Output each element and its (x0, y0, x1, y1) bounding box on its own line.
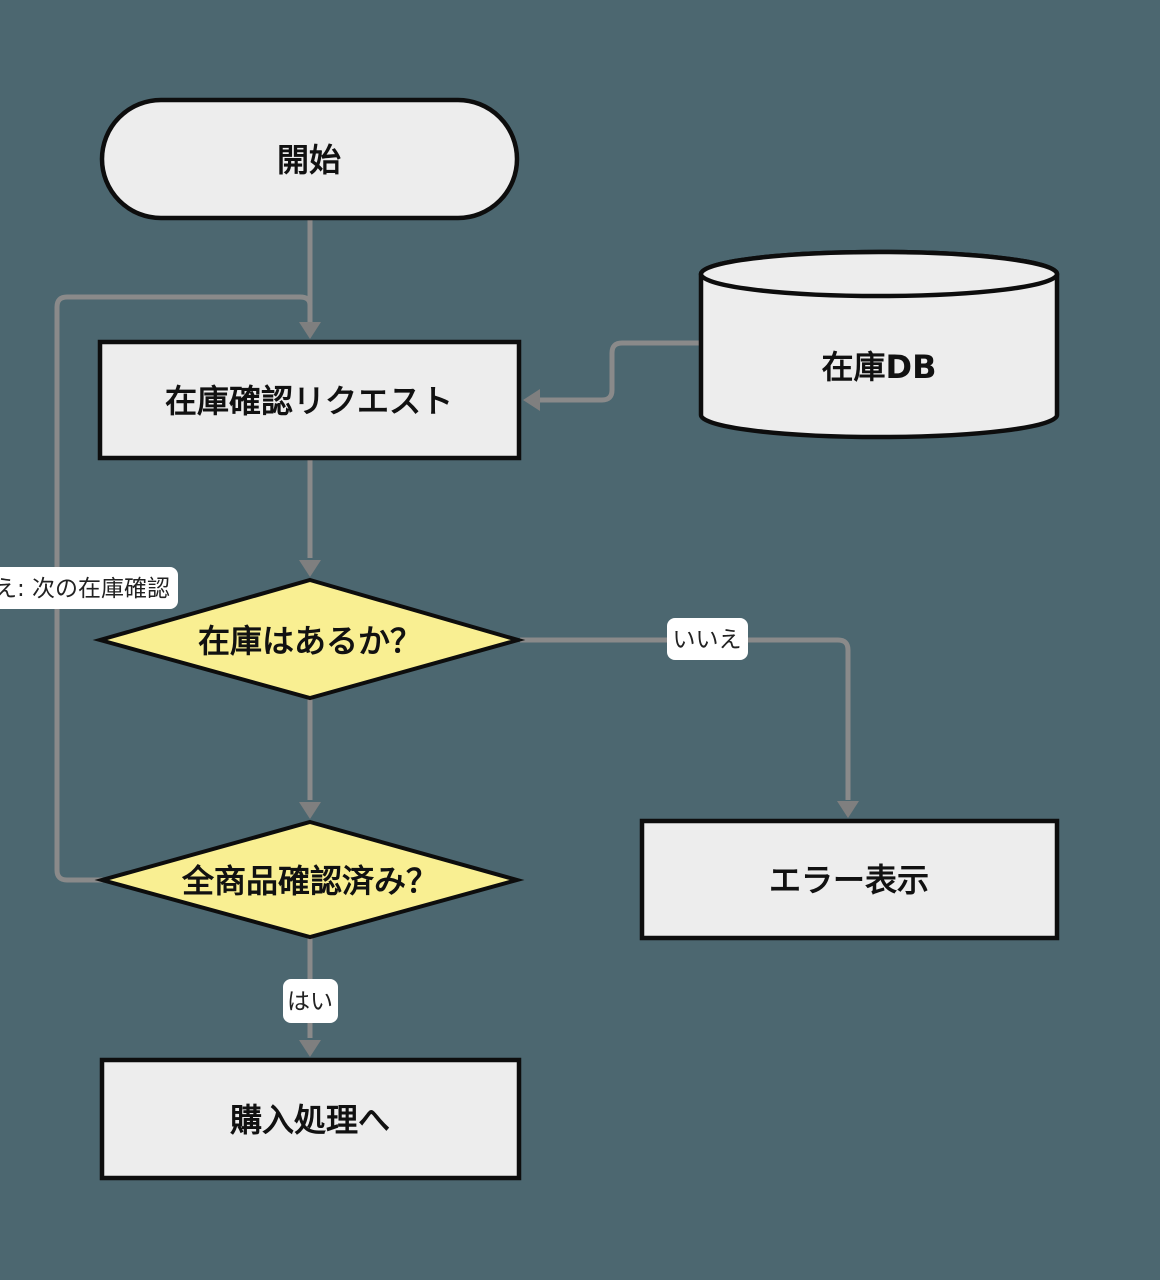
stock-check-request-label: 在庫確認リクエスト (165, 382, 453, 420)
node-purchase-process: 購入処理へ (99, 1057, 522, 1181)
edge-db-to-request (540, 340, 701, 403)
node-stock-available: 在庫はあるか？ (92, 577, 526, 701)
error-display-rect (639, 818, 1060, 941)
node-start: 開始 (99, 97, 520, 221)
arrowhead-into-error-top-icon (837, 801, 859, 818)
arrowhead-into-request-right-icon (523, 389, 540, 411)
edge-label-yes-bg (283, 979, 338, 1023)
error-display-label: エラー表示 (769, 861, 929, 899)
edge-label-yes: はい (283, 979, 338, 1023)
purchase-process-rect (99, 1057, 522, 1181)
arrowhead-into-request-top-icon (299, 322, 321, 339)
node-stock-check-request: 在庫確認リクエスト (97, 339, 522, 461)
edge-label-loop-back-text: え: 次の在庫確認 (0, 576, 170, 602)
stock-available-label: 在庫はあるか？ (198, 622, 422, 660)
purchase-process-label: 購入処理へ (230, 1101, 390, 1139)
edge-label-loop-back-bg (0, 567, 178, 609)
all-items-checked-diamond (94, 819, 525, 940)
edge-label-loop-back: え: 次の在庫確認 (0, 567, 178, 609)
start-label: 開始 (277, 141, 341, 179)
arrowhead-into-purchase-top-icon (299, 1040, 321, 1057)
edge-label-yes-text: はい (287, 989, 333, 1015)
database-cylinder-lid (698, 249, 1060, 299)
edge-label-no-bg (667, 618, 748, 660)
edge-loop-back (54, 294, 313, 883)
arrowhead-into-diamond1-top-icon (299, 560, 321, 577)
node-all-items-checked: 全商品確認済み？ (94, 819, 525, 940)
edge-label-no: いいえ (667, 618, 748, 660)
stock-available-diamond (92, 577, 526, 701)
edge-no-to-error (520, 637, 851, 800)
start-stadium-shape (99, 97, 520, 221)
edge-label-no-text: いいえ (673, 627, 742, 653)
stock-check-request-rect (97, 339, 522, 461)
arrowhead-into-diamond2-top-icon (299, 802, 321, 819)
all-items-checked-label: 全商品確認済み？ (181, 862, 438, 900)
node-stock-db: 在庫DB (698, 249, 1060, 440)
node-error-display: エラー表示 (639, 818, 1060, 941)
stock-db-label: 在庫DB (822, 348, 937, 386)
